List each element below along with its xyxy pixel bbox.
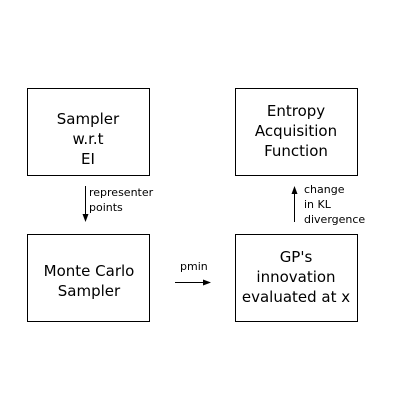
entropy-acquisition-box	[235, 88, 358, 176]
gp-innovation-box	[235, 234, 358, 322]
sampler-ei-label-line-3: EI	[81, 150, 95, 168]
kl-divergence-label-line-1: change	[304, 183, 345, 196]
gp-innovation-label-line-1: GP's	[280, 248, 313, 266]
sampler-ei-label-line-1: Sampler	[57, 110, 120, 128]
sampler-ei-label-line-2: w.r.t	[72, 130, 103, 148]
monte-carlo-node: Monte Carlo Sampler	[27, 234, 150, 322]
kl-divergence-label-line-2: in KL	[304, 198, 332, 211]
representer-points-arrow-head	[82, 214, 89, 222]
kl-divergence-arrow-head	[291, 186, 298, 194]
representer-points-label-line-1: representer	[89, 186, 154, 199]
entropy-acquisition-node: Entropy Acquisition Function	[235, 88, 358, 176]
representer-points-label-line-2: points	[89, 201, 123, 214]
kl-divergence-edge: change in KL divergence	[291, 183, 365, 226]
sampler-ei-node: Sampler w.r.t EI	[27, 88, 150, 176]
gp-innovation-label-line-3: evaluated at x	[242, 288, 350, 306]
sampler-ei-box	[27, 88, 150, 176]
monte-carlo-box	[27, 234, 150, 322]
representer-points-edge: representer points	[82, 186, 154, 222]
entropy-label-line-3: Function	[264, 142, 328, 160]
monte-carlo-label-line-1: Monte Carlo	[44, 262, 135, 280]
gp-innovation-label-line-2: innovation	[256, 268, 335, 286]
entropy-label-line-1: Entropy	[267, 102, 325, 120]
monte-carlo-label-line-2: Sampler	[58, 282, 121, 300]
pmin-arrow-head	[203, 279, 211, 286]
pmin-edge: pmin	[175, 260, 211, 286]
entropy-label-line-2: Acquisition	[255, 122, 337, 140]
gp-innovation-node: GP's innovation evaluated at x	[235, 234, 358, 322]
kl-divergence-label-line-3: divergence	[304, 213, 365, 226]
pmin-label: pmin	[180, 260, 208, 273]
